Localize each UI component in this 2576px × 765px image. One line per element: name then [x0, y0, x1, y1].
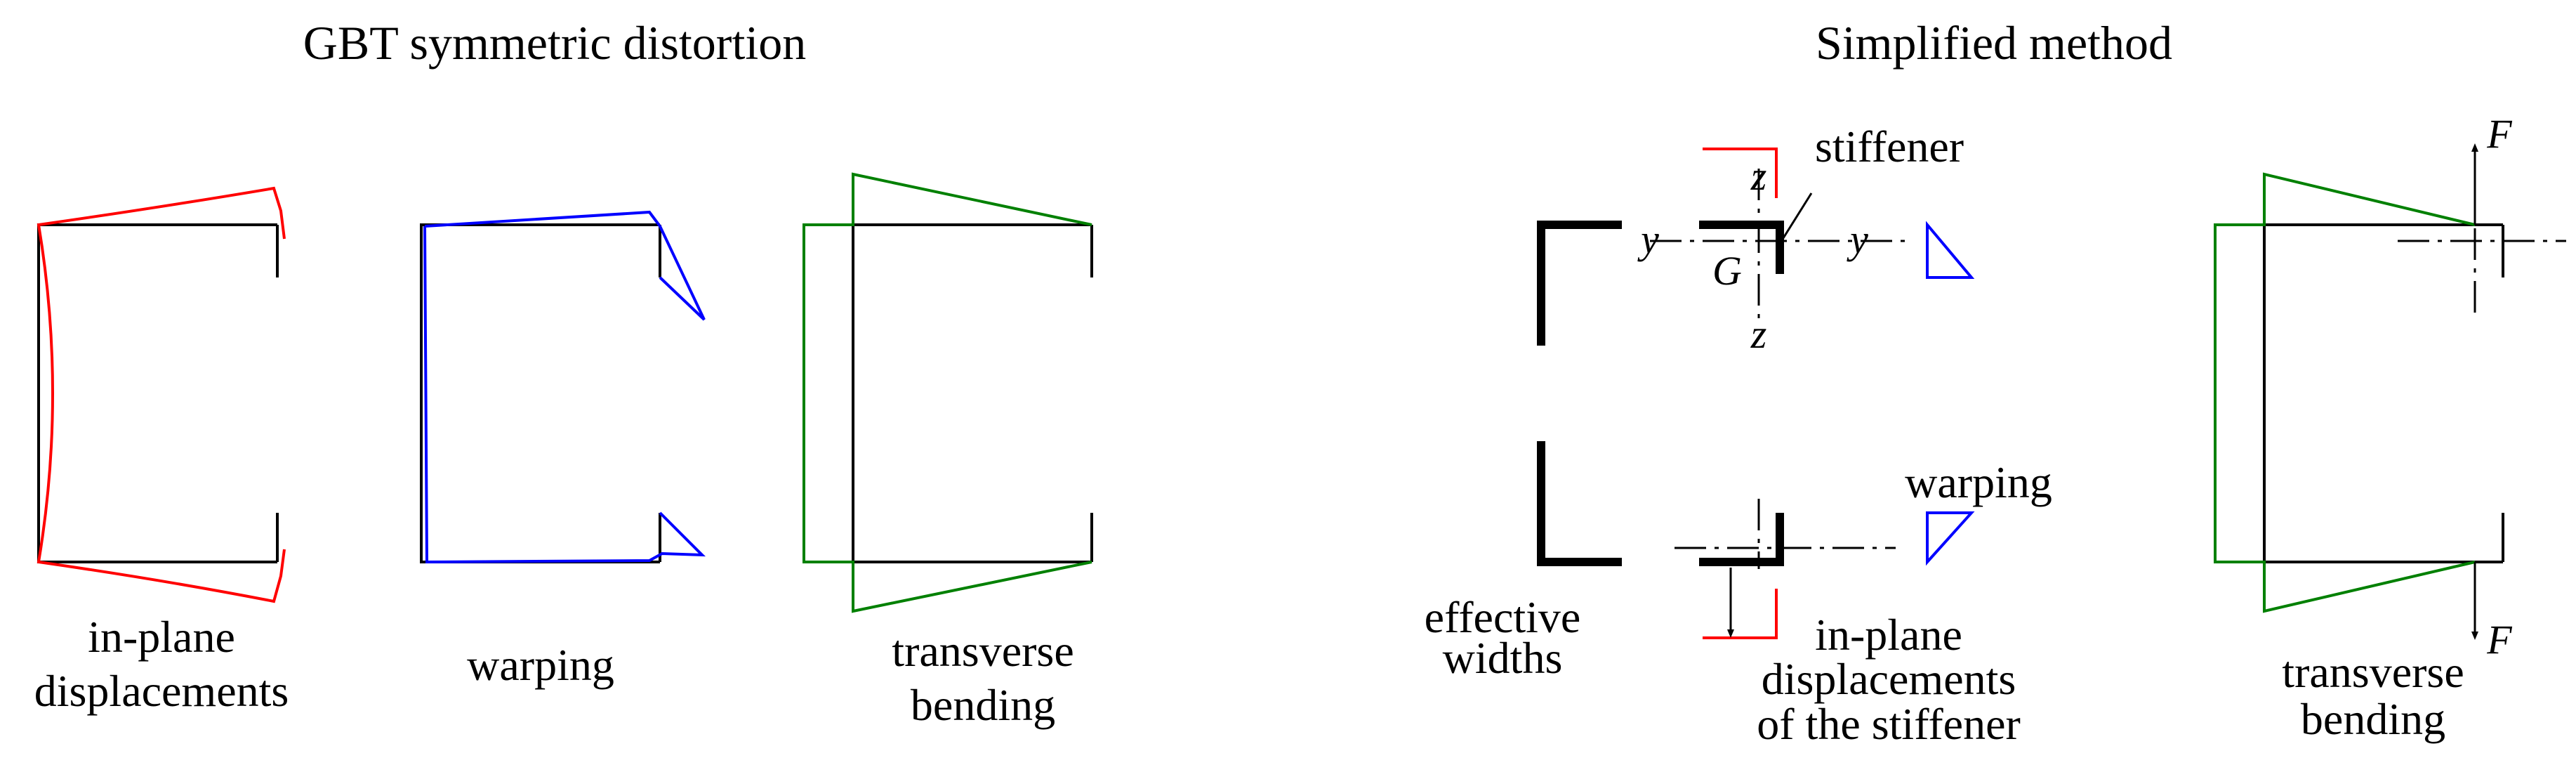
label-force-bottom: F [2486, 617, 2512, 662]
panel-in-plane: in-plane displacements [34, 186, 289, 716]
effective-web-top [1537, 221, 1622, 346]
bending-deformed-shape [802, 172, 1092, 613]
caption-in-plane-2: displacements [34, 666, 289, 716]
title-gbt: GBT symmetric distortion [303, 16, 807, 70]
stiffener-bottom-displaced [1703, 589, 1778, 639]
stiffener-top [1699, 221, 1784, 274]
stiffener-warping-top [1926, 221, 1975, 279]
panel-transverse-right: F F transverse bending [2214, 111, 2566, 744]
section-outline [2263, 223, 2504, 563]
section-outline [37, 223, 279, 563]
caption-effective-1: effective [1425, 592, 1581, 642]
caption-in-plane-1: in-plane [88, 612, 235, 662]
caption-warping-left: warping [467, 640, 614, 690]
caption-effective-2: widths [1443, 633, 1563, 683]
panel-effective-widths: y y z z G stiffener warping effective wi… [1425, 122, 2052, 749]
label-centroid-g: G [1712, 248, 1742, 294]
caption-transverse-right-2: bending [2301, 694, 2445, 744]
label-z-top: z [1750, 153, 1767, 199]
label-force-top: F [2486, 111, 2512, 157]
stiffener-warping-bottom [1926, 511, 1975, 566]
caption-stiffener-disp-3: of the stiffener [1757, 699, 2021, 749]
section-outline [420, 223, 661, 563]
stiffener-leader [1781, 192, 1813, 241]
stiffener-top-displaced [1703, 148, 1778, 198]
caption-stiffener-disp-1: in-plane [1815, 610, 1962, 660]
caption-transverse-right-1: transverse [2282, 647, 2464, 697]
in-plane-deformed-shape [37, 186, 286, 603]
stiffener-bottom [1699, 513, 1784, 566]
section-outline [852, 223, 1093, 563]
caption-stiffener: stiffener [1815, 122, 1964, 171]
label-y-right: y [1847, 216, 1868, 262]
bending-deformed-shape [2214, 172, 2476, 613]
title-simplified: Simplified method [1816, 16, 2172, 70]
caption-transverse-left-1: transverse [892, 626, 1074, 676]
caption-transverse-left-2: bending [911, 680, 1055, 730]
effective-web-bottom [1537, 441, 1622, 566]
caption-warping-right: warping [1905, 457, 2052, 507]
panel-transverse-left: transverse bending [802, 172, 1093, 730]
caption-stiffener-disp-2: displacements [1762, 654, 2016, 704]
warping-deformed-shape [423, 210, 706, 564]
label-y-left: y [1637, 216, 1659, 262]
panel-warping-left: warping [420, 210, 706, 690]
label-z-bottom: z [1750, 311, 1767, 357]
